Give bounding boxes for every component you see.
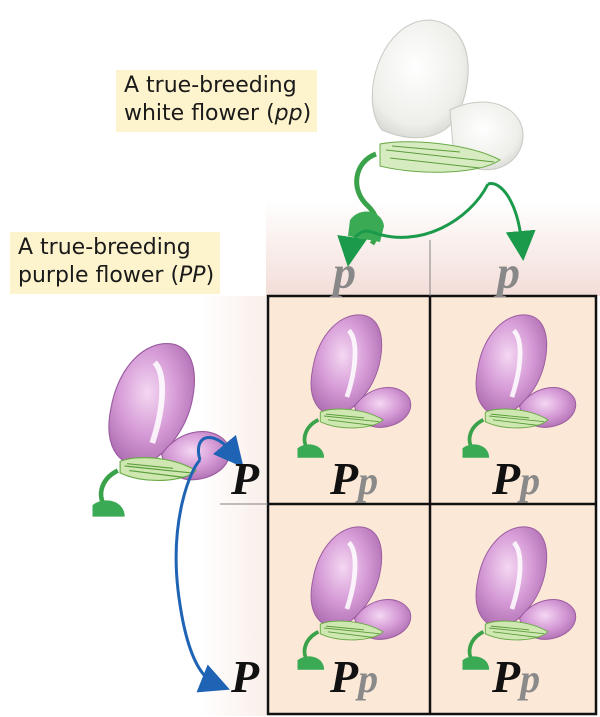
white-parent-label-line1: A true-breeding xyxy=(124,72,311,100)
cell-genotype-top-left: Pp xyxy=(330,456,378,502)
cell-genotype-bottom-right: Pp xyxy=(492,654,540,700)
purple-parent-genotype: PP xyxy=(179,263,206,288)
purple-gamete-1: P xyxy=(231,456,259,502)
cell-genotype-top-right: Pp xyxy=(492,456,540,502)
white-parent-genotype: pp xyxy=(275,101,303,126)
purple-parent-label-line1: A true-breeding xyxy=(18,234,214,262)
header-band xyxy=(266,200,600,296)
purple-parent-label: A true-breeding purple flower (PP) xyxy=(10,232,220,294)
white-gamete-1: p xyxy=(333,250,356,296)
white-parent-label: A true-breeding white flower (pp) xyxy=(116,70,317,132)
purple-gamete-2: P xyxy=(231,654,259,700)
white-gamete-2: p xyxy=(497,250,520,296)
cell-genotype-bottom-left: Pp xyxy=(330,654,378,700)
